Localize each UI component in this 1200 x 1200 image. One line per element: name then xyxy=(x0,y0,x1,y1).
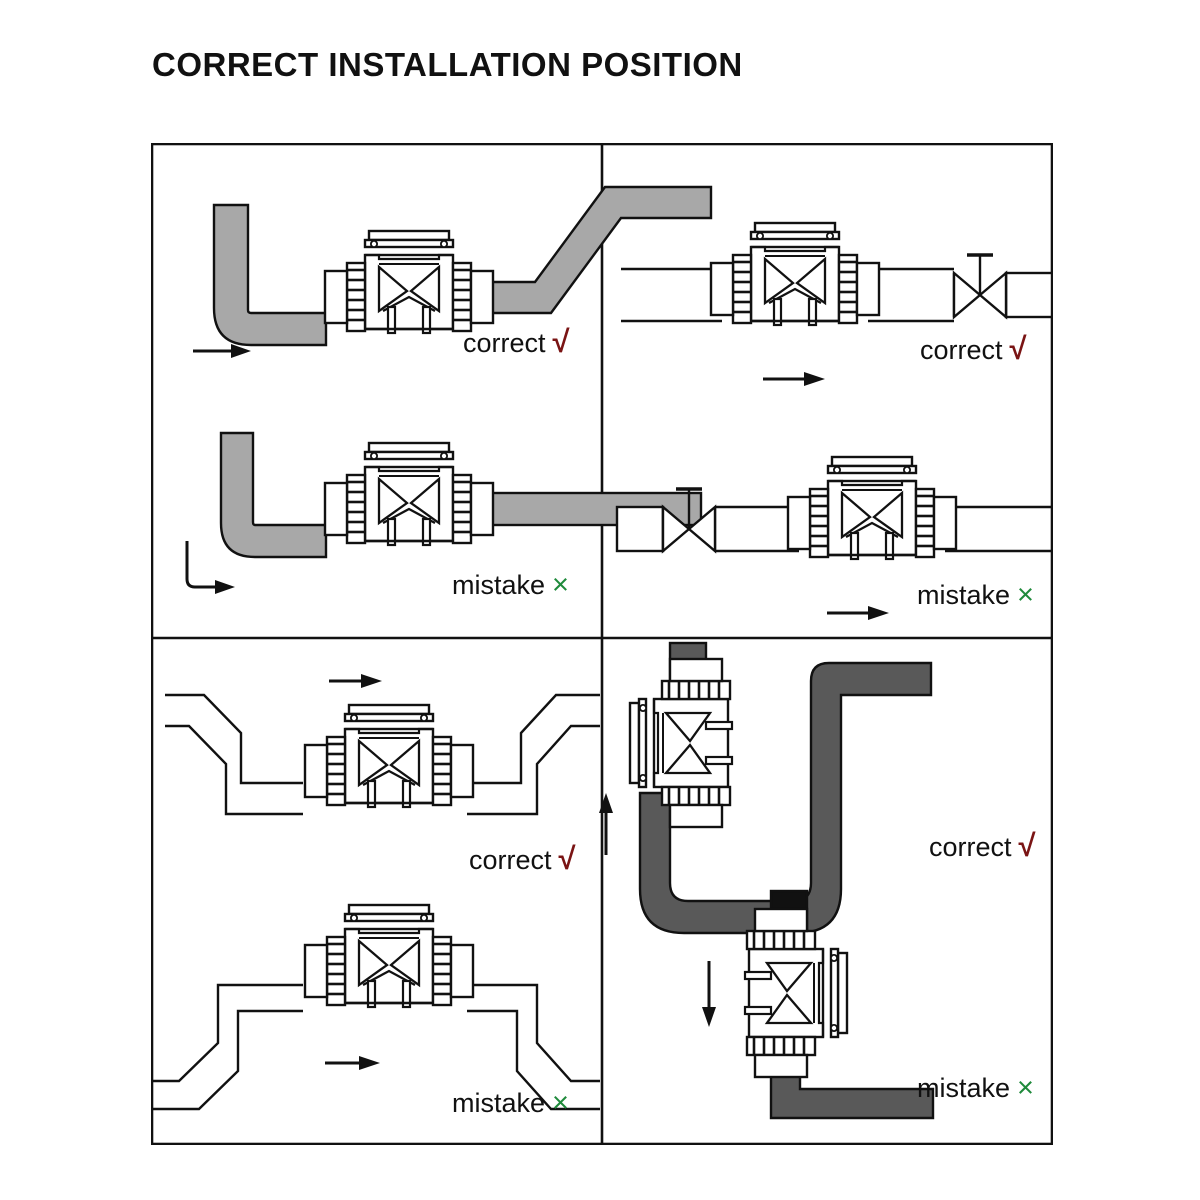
pipe-run xyxy=(152,983,600,1111)
page-title: CORRECT INSTALLATION POSITION xyxy=(152,46,743,83)
inlet-pipe-bottom-line xyxy=(165,724,303,816)
inlet-pipe-top-line xyxy=(165,693,303,785)
flow-arrow-right xyxy=(763,372,825,386)
case-correct-vertical-upflow xyxy=(599,641,933,935)
outlet-pipe-bottom-line xyxy=(467,1009,600,1111)
case-mistake-vertical-downflow xyxy=(702,889,935,1120)
outlet-pipe-rising xyxy=(484,185,713,315)
pipe-run xyxy=(212,185,713,347)
flow-arrow-up xyxy=(599,793,613,855)
upstream-pipe-stub xyxy=(615,505,665,553)
case-correct-valley-routing xyxy=(165,674,600,816)
inlet-pipe xyxy=(212,203,328,347)
correct-check-icon: √ xyxy=(1018,828,1036,863)
inlet-pipe-bottom-line xyxy=(152,1009,303,1111)
case-correct-valve-downstream xyxy=(621,221,1053,386)
verdict-label-mistake-bottom-left: mistake × xyxy=(452,1088,569,1119)
verdict-text: mistake xyxy=(452,1088,546,1118)
mistake-cross-icon: × xyxy=(552,1087,569,1119)
flow-arrow-right xyxy=(329,674,382,688)
installation-diagram-frame xyxy=(151,143,1053,1145)
verdict-label-mistake-bottom-right: mistake × xyxy=(917,1073,1034,1104)
flow-arrow-right xyxy=(827,606,889,620)
inlet-pipe-u-run xyxy=(638,661,933,935)
mistake-cross-icon: × xyxy=(1017,579,1034,611)
outlet-pipe-top-line xyxy=(467,983,600,1083)
verdict-text: mistake xyxy=(917,580,1011,610)
verdict-label-correct-bottom-left: correct √ xyxy=(469,843,576,876)
verdict-text: correct xyxy=(920,335,1003,365)
case-mistake-hump-routing xyxy=(152,903,600,1111)
verdict-text: correct xyxy=(469,845,552,875)
pipe-run xyxy=(165,693,600,816)
verdict-text: correct xyxy=(929,832,1012,862)
outlet-pipe-top-line xyxy=(467,693,600,785)
verdict-text: mistake xyxy=(917,1073,1011,1103)
correct-check-icon: √ xyxy=(552,324,570,359)
flow-arrow-curved xyxy=(185,541,235,594)
correct-check-icon: √ xyxy=(558,841,576,876)
flow-arrow-right xyxy=(325,1056,380,1070)
panel-top-left xyxy=(185,185,713,594)
verdict-label-mistake-top-left: mistake × xyxy=(452,570,569,601)
inlet-pipe-top-line xyxy=(152,983,303,1083)
flow-arrow-down xyxy=(702,961,716,1027)
mistake-cross-icon: × xyxy=(552,569,569,601)
outlet-pipe-bottom-line xyxy=(467,724,600,816)
verdict-label-correct-bottom-right: correct √ xyxy=(929,830,1036,863)
verdict-text: mistake xyxy=(452,570,546,600)
downstream-pipe-stub xyxy=(1004,271,1053,319)
correct-check-icon: √ xyxy=(1009,331,1027,366)
verdict-text: correct xyxy=(463,328,546,358)
case-mistake-valve-upstream xyxy=(615,455,1052,620)
verdict-label-mistake-top-right: mistake × xyxy=(917,580,1034,611)
installation-diagram-svg xyxy=(151,143,1053,1145)
panel-top-right xyxy=(615,221,1053,620)
verdict-label-correct-top-right: correct √ xyxy=(920,333,1027,366)
flow-arrow-right xyxy=(193,344,251,358)
panel-bottom-right xyxy=(599,641,935,1120)
case-correct-rising-outlet xyxy=(193,185,713,358)
panel-bottom-left xyxy=(152,674,600,1111)
pipe-run xyxy=(621,267,1053,323)
mistake-cross-icon: × xyxy=(1017,1072,1034,1104)
verdict-label-correct-top-left: correct √ xyxy=(463,326,570,359)
